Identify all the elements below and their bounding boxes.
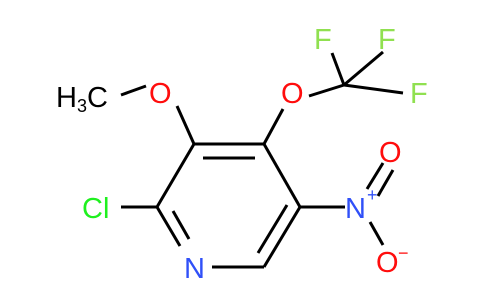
bond-c2-n-inner — [171, 210, 191, 240]
methyl-label: H3C — [56, 82, 108, 116]
ether-oxygen-label: O — [281, 78, 304, 110]
fluorine-2-label: F — [378, 24, 396, 56]
bond-methyl-to-oxygen — [120, 84, 147, 97]
methoxy-oxygen-label: O — [149, 78, 172, 110]
bond-cf3-to-f1 — [330, 52, 346, 86]
bond-oxygen-to-c3 — [175, 105, 196, 145]
bond-c3-c2 — [155, 143, 196, 208]
ring-nitrogen-label: N — [184, 253, 205, 285]
bond-c6-c5 — [262, 206, 302, 268]
nitro-nitrogen-label: N — [345, 193, 366, 225]
nitro-oxygen-bottom-label: O — [376, 247, 399, 279]
bonds — [120, 50, 404, 269]
bond-c5-c4 — [262, 143, 302, 208]
bond-c4-to-oxygen — [262, 108, 285, 145]
bond-cf3-to-f2 — [343, 50, 384, 87]
bond-nitro-o-top-2 — [376, 169, 395, 197]
bond-c2-n — [155, 206, 182, 247]
bond-nitro-o-bottom — [368, 221, 385, 246]
chlorine-label: Cl — [82, 193, 109, 225]
nitro-oxygen-top-label: O — [379, 137, 402, 169]
bond-cf3-to-f3 — [343, 83, 404, 95]
bond-oxygen-to-cf3 — [308, 83, 345, 98]
nitro-minus-label: − — [398, 243, 409, 263]
fluorine-1-label: F — [314, 24, 332, 56]
bond-nitro-o-top — [365, 162, 385, 190]
nitro-plus-label: + — [367, 185, 378, 205]
bond-c6-c5-inner — [256, 204, 289, 254]
fluorine-3-label: F — [410, 78, 428, 110]
atom-labels: H3C O O F F F Cl N N + O O − — [56, 24, 428, 285]
